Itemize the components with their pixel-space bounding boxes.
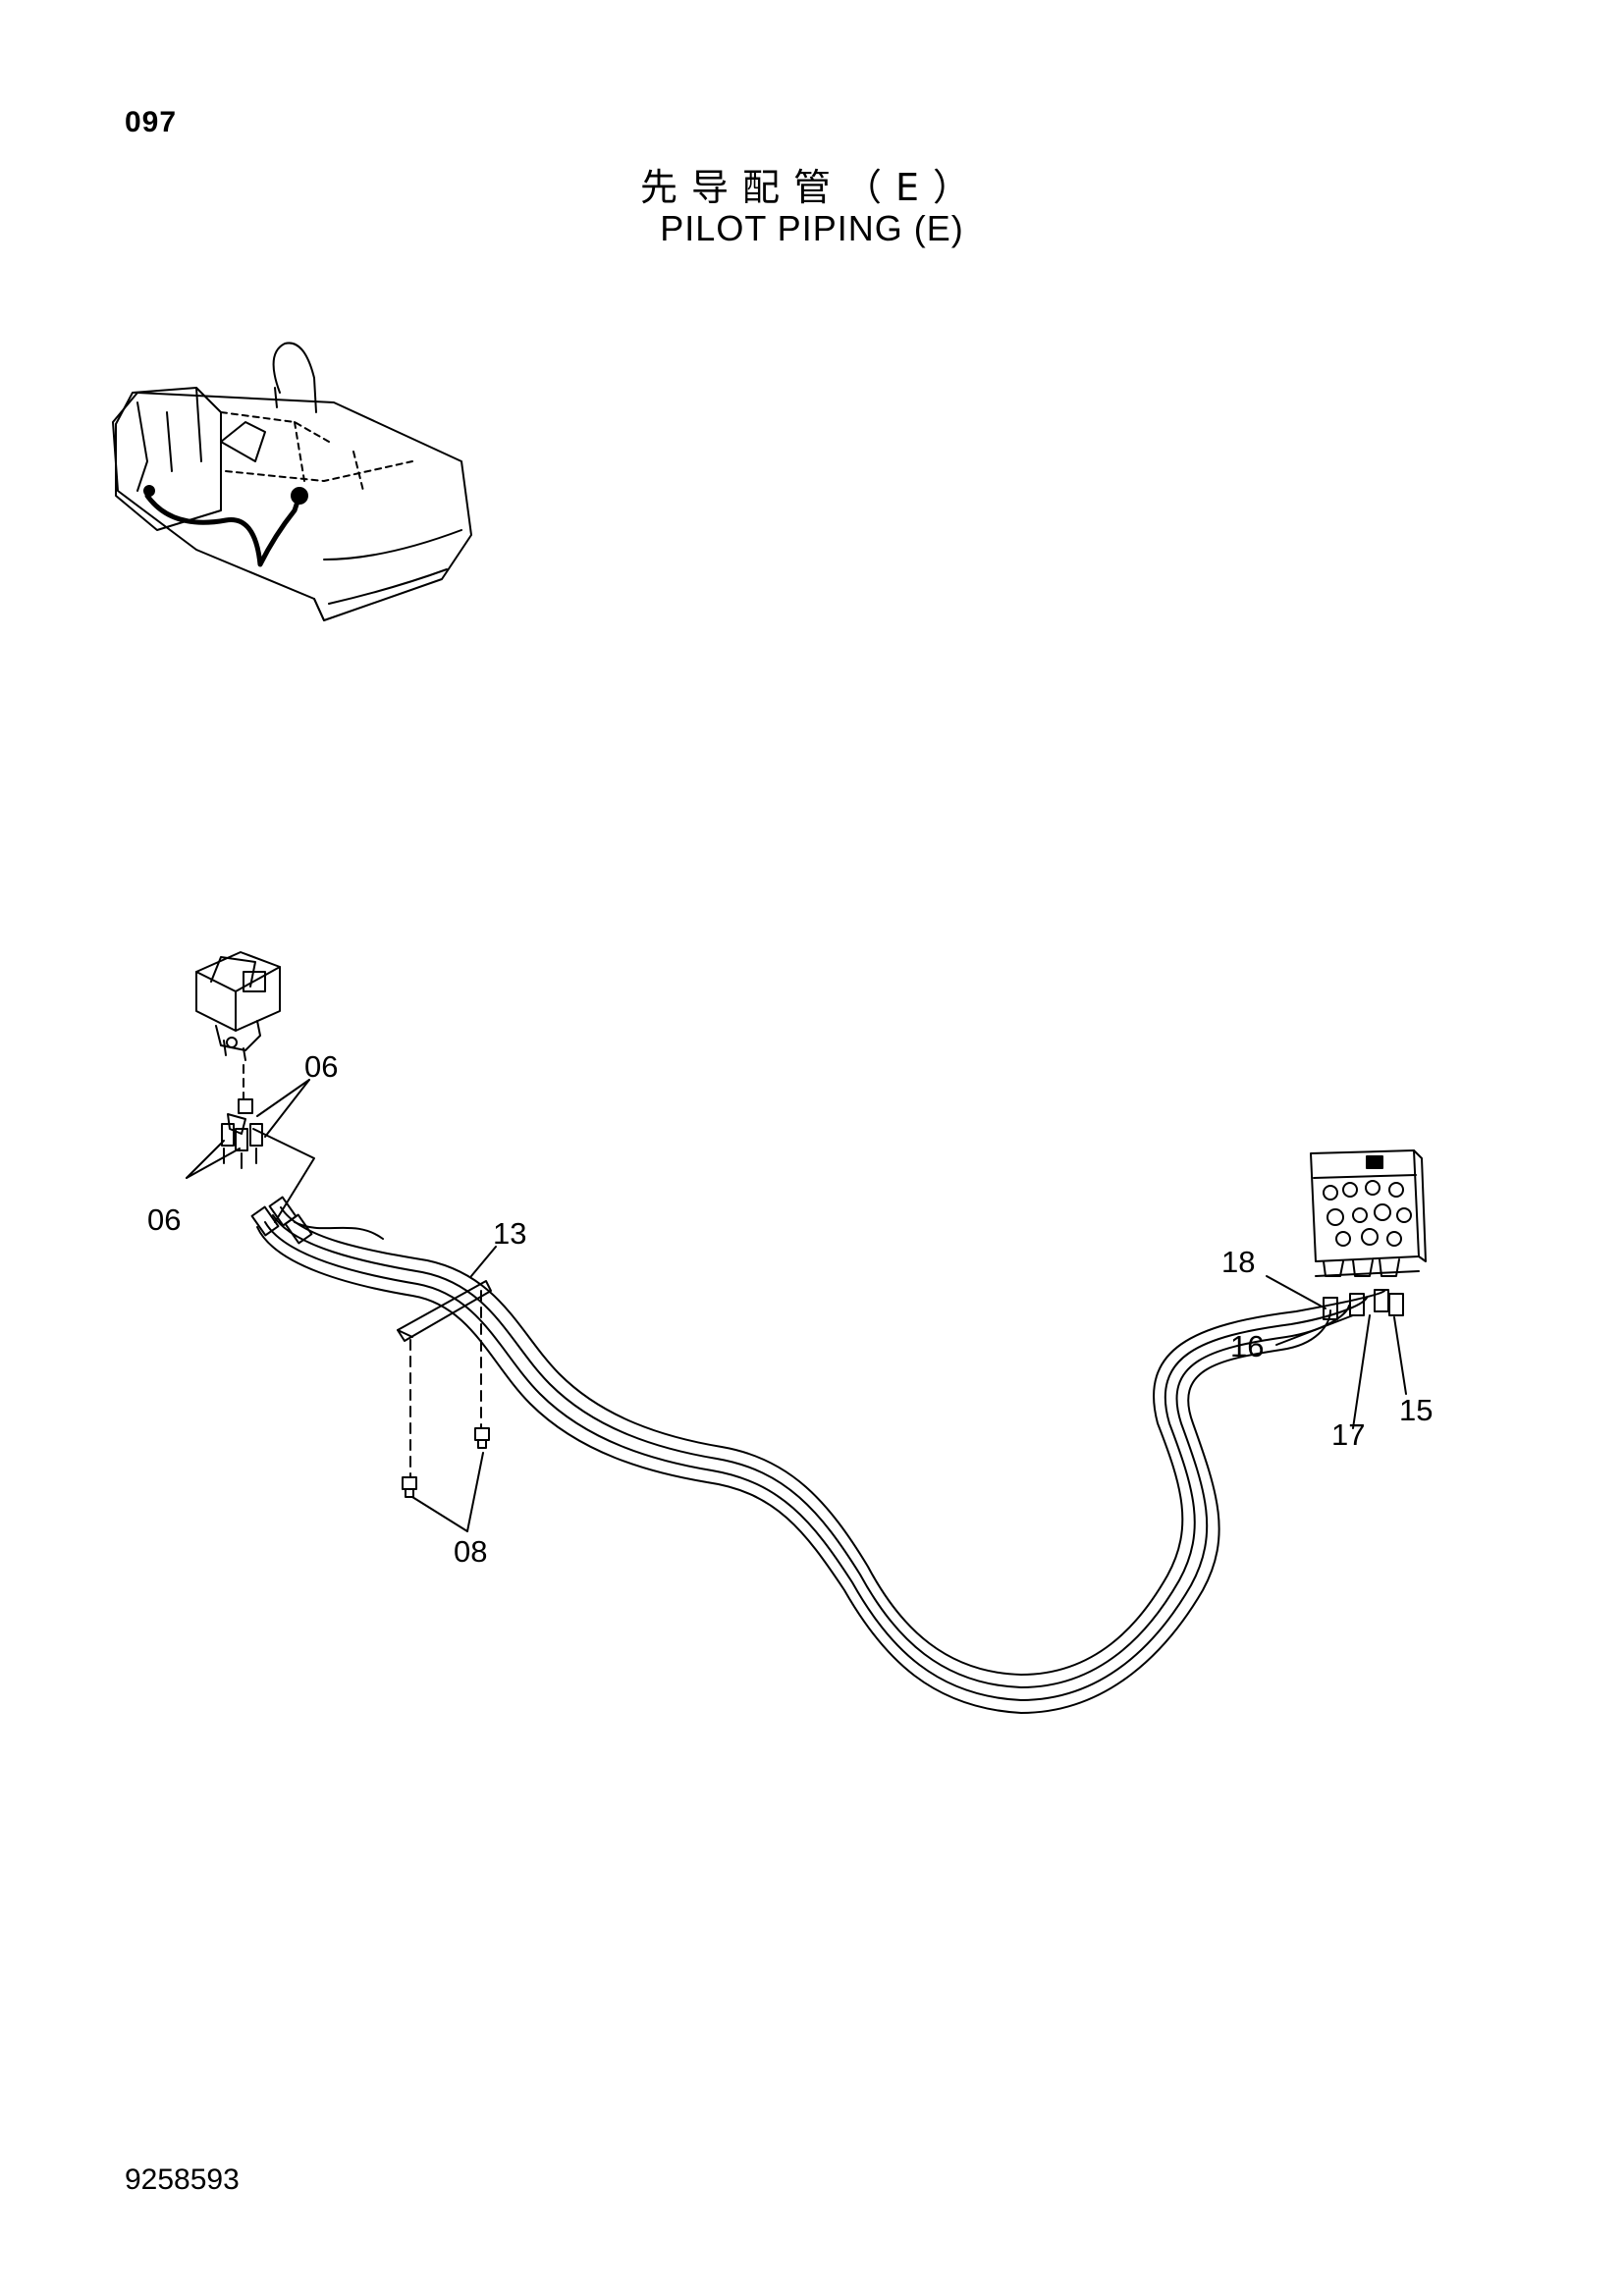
pilot-valve-icon	[195, 951, 281, 1061]
callout-13: 13	[493, 1216, 526, 1251]
callout-17: 17	[1331, 1417, 1365, 1452]
callout-18: 18	[1221, 1245, 1255, 1279]
fitting-06-group	[186, 1064, 315, 1223]
callout-06-lower: 06	[147, 1202, 181, 1237]
excavator-upperstructure-icon	[112, 342, 472, 621]
bracket-13-icon	[397, 1246, 497, 1532]
callout-06-upper: 06	[304, 1049, 338, 1084]
callout-16: 16	[1230, 1329, 1264, 1363]
page-title-chinese: 先导配管（E）	[639, 166, 984, 209]
callout-15: 15	[1399, 1393, 1433, 1427]
control-valve-icon	[1266, 1149, 1427, 1429]
document-number: 9258593	[125, 2163, 240, 2196]
page-number: 097	[125, 106, 178, 138]
page-title: PILOT PIPING (E)	[660, 208, 964, 248]
callout-08: 08	[454, 1534, 487, 1569]
pilot-hose-bundle	[250, 1196, 1385, 1714]
